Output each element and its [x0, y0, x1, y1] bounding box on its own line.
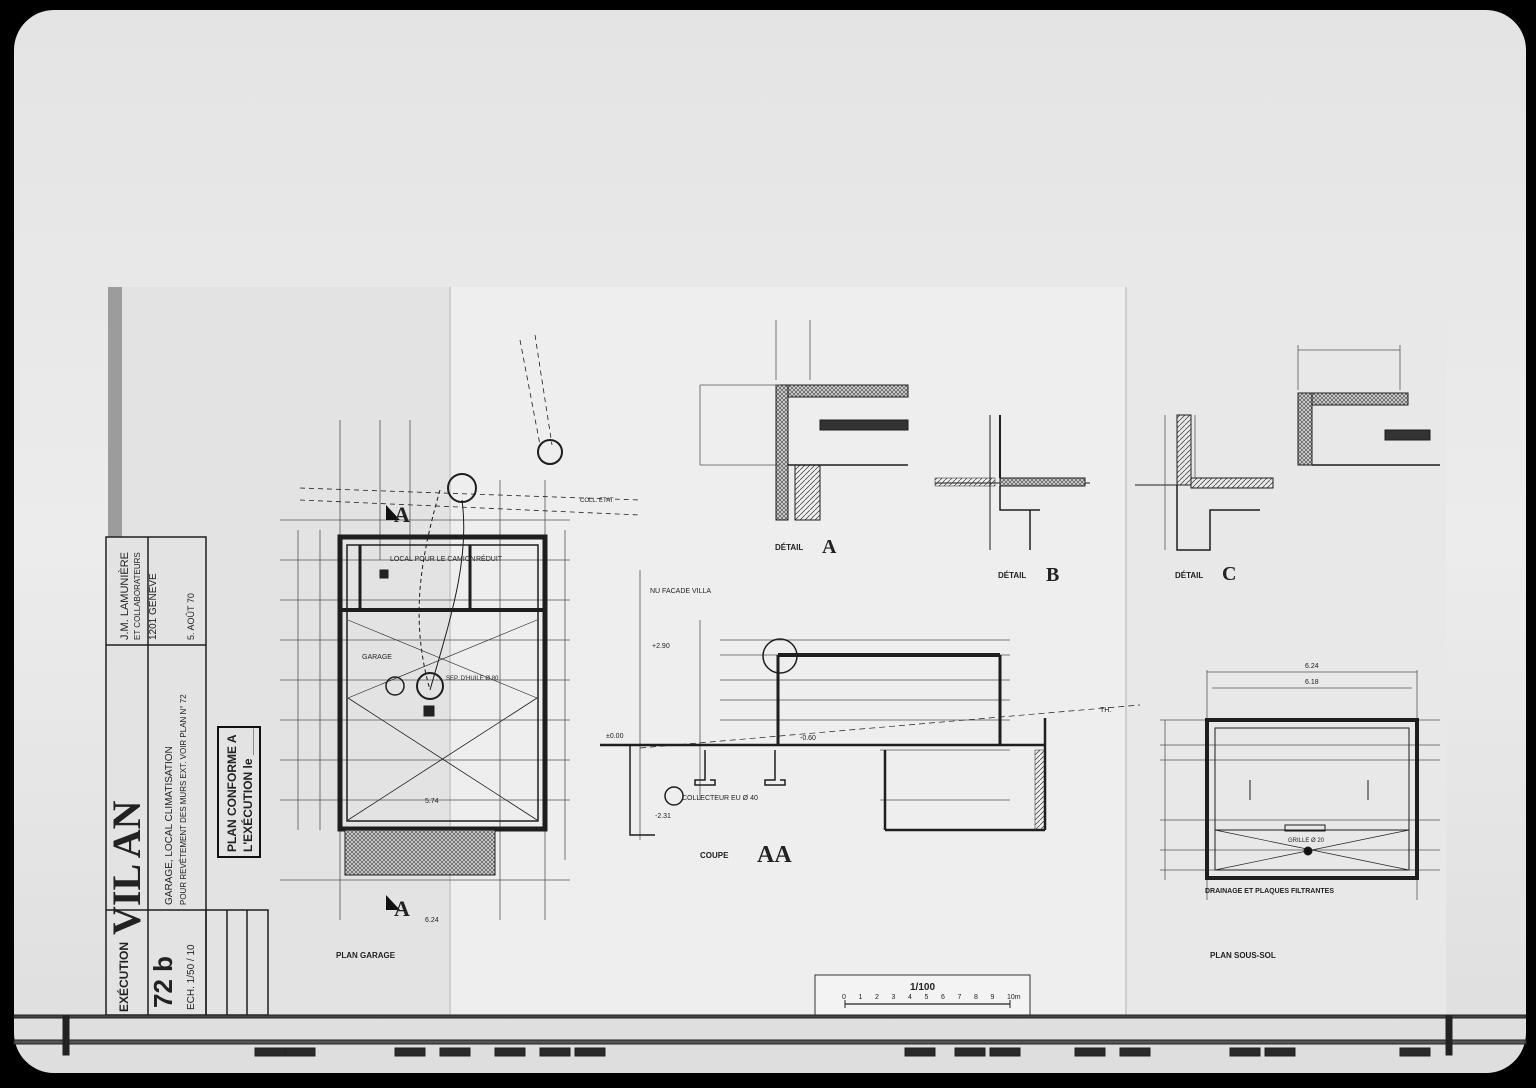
sous-sol-dim-inner: 6.18 [1305, 679, 1319, 686]
architect-sub: ET COLLABORATEURS [133, 552, 142, 640]
scale-tick-label: 2 [875, 994, 879, 1001]
architect-name: J.M. LAMUNIÈRE [118, 552, 131, 640]
dim-inner: 5.74 [425, 798, 439, 805]
detail-upper-right-drawing [1297, 345, 1440, 466]
scale-bar [814, 974, 1031, 1016]
room-reduit-label: RÉDUIT [476, 554, 503, 563]
architect-city: 1201 GENÈVE [146, 573, 159, 640]
scale-note: ECH. 1/50 / 10 [186, 944, 197, 1010]
conformity-stamp [217, 726, 261, 858]
stamp-line-1: PLAN CONFORME A [225, 734, 239, 852]
drawing-date: 5. AOÛT 70 [186, 593, 196, 640]
scale-tick-label: 3 [892, 994, 896, 1001]
project-title: VIL AN [104, 800, 149, 935]
sous-sol-dim-outer: 6.24 [1305, 663, 1319, 670]
level-bottom: -2.31 [655, 813, 671, 820]
coll-etat-label: COLL. ETAT [580, 498, 614, 504]
phase-label: EXÉCUTION [116, 942, 131, 1012]
coupe-mark: AA [757, 842, 792, 868]
facade-label: NU FACADE VILLA [650, 588, 711, 595]
detail-a-drawing [699, 320, 909, 521]
room-garage-label: GARAGE [362, 654, 392, 661]
scale-tick-label: 9 [991, 994, 995, 1001]
grille-label: GRILLE Ø 20 [1288, 838, 1325, 844]
detail-a-mark: A [822, 536, 837, 558]
detail-b-label: DÉTAIL [998, 571, 1026, 580]
scale-tick-label: 4 [908, 994, 912, 1001]
detail-a-label: DÉTAIL [775, 543, 803, 552]
detail-b-mark: B [1046, 564, 1059, 586]
detail-b-drawing [934, 415, 1090, 550]
scale-bar-ticks: 0 1 2 3 4 5 6 7 8 9 10m [842, 994, 1021, 1001]
scale-tick-label: 1 [859, 994, 863, 1001]
scale-tick-label: 5 [925, 994, 929, 1001]
sep-huile-label: SEP. D'HUILE Ø 80 [446, 676, 499, 682]
plan-sous-sol-title: PLAN SOUS-SOL [1210, 951, 1276, 960]
scale-tick-label: 6 [941, 994, 945, 1001]
scale-tick-label: 7 [958, 994, 962, 1001]
detail-c-label: DÉTAIL [1175, 571, 1203, 580]
dim-width: 6.24 [425, 917, 439, 924]
plan-garage-title: PLAN GARAGE [336, 951, 396, 960]
level-top: +2.90 [652, 643, 670, 650]
level-ground: ±0.00 [606, 733, 624, 740]
coupe-aa-drawing [600, 570, 1141, 840]
collecteur-label: COLLECTEUR EU Ø 40 [682, 795, 758, 802]
description-line-2: POUR REVÊTEMENT DES MURS EXT. VOIR PLAN … [179, 694, 188, 905]
scale-tick-label: 10m [1007, 994, 1021, 1001]
section-mark-a-top: A [394, 502, 410, 527]
coupe-title: COUPE [700, 851, 729, 860]
stamp-line-2: L'EXÉCUTION le ____ [240, 728, 255, 852]
room-local-label: LOCAL POUR LE CAMION [390, 556, 475, 563]
level-low: -0.60 [800, 735, 816, 742]
bottom-rail [13, 1014, 1527, 1057]
scale-tick-label: 8 [974, 994, 978, 1001]
sheet-number: 72 b [148, 956, 178, 1008]
detail-c-drawing [1135, 414, 1274, 551]
scale-tick-label: 0 [842, 994, 846, 1001]
plan-garage-drawing [280, 334, 641, 920]
detail-c-mark: C [1222, 563, 1236, 585]
description-line-1: GARAGE, LOCAL CLIMATISATION [164, 746, 175, 905]
plan-sous-sol-drawing [1160, 670, 1440, 900]
th-label: TH. [1100, 707, 1111, 714]
section-mark-a-bottom: A [394, 896, 410, 921]
drawing-sheet [108, 287, 1446, 1015]
scale-bar-label: 1/100 [910, 982, 935, 993]
drainage-label: DRAINAGE ET PLAQUES FILTRANTES [1205, 888, 1334, 895]
